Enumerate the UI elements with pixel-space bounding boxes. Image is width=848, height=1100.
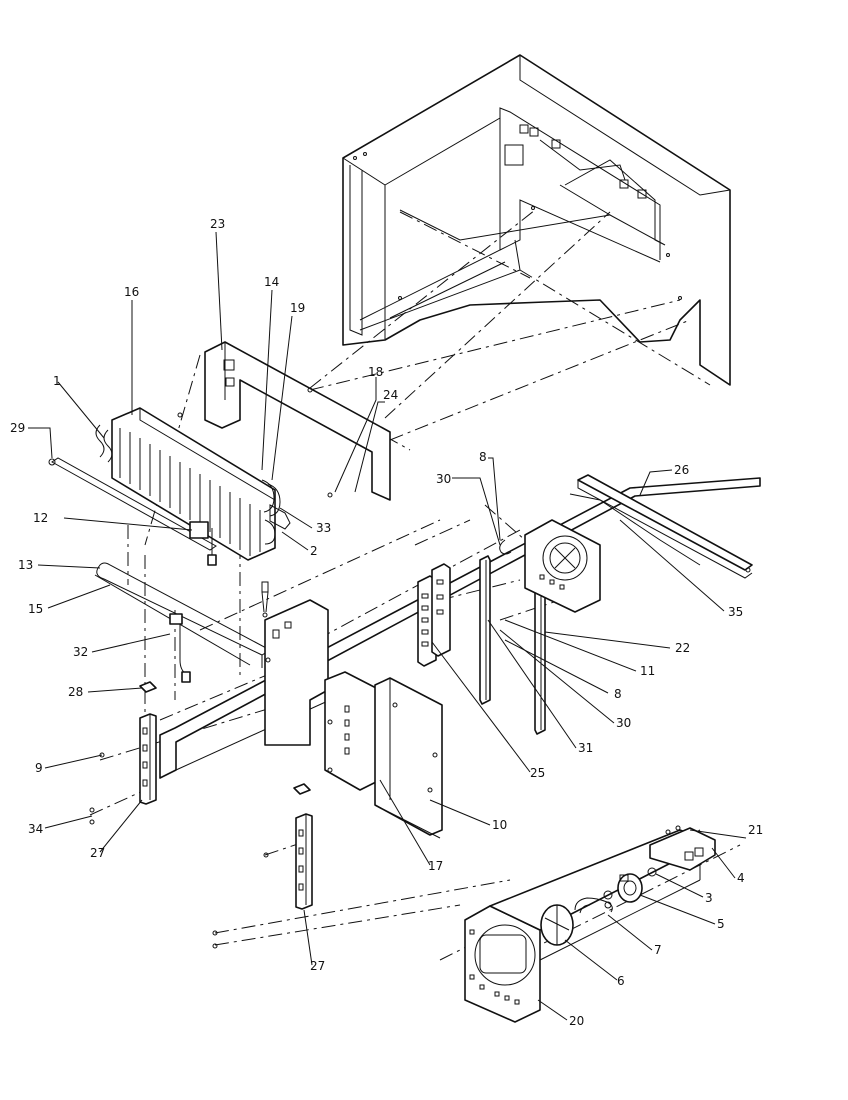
callout-28: 28	[68, 685, 83, 699]
rail-26	[569, 474, 753, 579]
mounting-bracket-27-left	[139, 713, 157, 805]
panel-17	[324, 671, 381, 791]
callout-30-lower: 30	[616, 716, 631, 730]
callout-20: 20	[569, 1014, 584, 1028]
callout-2: 2	[310, 544, 318, 558]
evaporator-coil-16	[95, 407, 291, 561]
defrost-thermostat-12	[189, 521, 217, 566]
callout-10: 10	[492, 818, 507, 832]
callout-21: 21	[748, 823, 763, 837]
callout-26: 26	[674, 463, 689, 477]
callout-13: 13	[18, 558, 33, 572]
callout-17: 17	[428, 859, 443, 873]
callout-4: 4	[737, 871, 745, 885]
freezer-cabinet	[342, 54, 731, 386]
callout-35: 35	[728, 605, 743, 619]
callout-1: 1	[53, 374, 61, 388]
callout-22: 22	[675, 641, 690, 655]
bracket-4	[649, 825, 716, 871]
callout-15: 15	[28, 602, 43, 616]
evaporator-cover-23	[177, 341, 391, 501]
fan-motor-5	[617, 873, 643, 903]
callout-18: 18	[368, 365, 383, 379]
callout-5: 5	[717, 917, 725, 931]
callout-9: 9	[35, 761, 43, 775]
callout-24: 24	[383, 388, 398, 402]
callout-31: 31	[578, 741, 593, 755]
callout-29: 29	[10, 421, 25, 435]
callout-8-upper: 8	[479, 450, 487, 464]
fan-blade-6	[540, 904, 574, 946]
callout-3: 3	[705, 891, 713, 905]
defrost-heater-rod-29	[48, 457, 217, 551]
clip-28	[139, 681, 157, 693]
callout-23: 23	[210, 217, 225, 231]
evaporator-fins	[119, 428, 261, 556]
callout-30-upper: 30	[436, 472, 451, 486]
callout-6: 6	[617, 974, 625, 988]
grommet-3	[603, 867, 657, 909]
callout-14: 14	[264, 275, 279, 289]
mounting-bracket-27-center	[293, 783, 313, 910]
wire-7	[574, 897, 613, 914]
leader-lines	[28, 231, 747, 1021]
callout-33: 33	[316, 521, 331, 535]
callout-25: 25	[530, 766, 545, 780]
fan-shroud-35	[499, 519, 601, 613]
callout-34: 34	[28, 822, 43, 836]
wire-harness-32	[169, 613, 191, 683]
callout-7: 7	[654, 943, 662, 957]
screws	[89, 492, 333, 949]
callout-27-left: 27	[90, 846, 105, 860]
callout-27-center: 27	[310, 959, 325, 973]
callout-11: 11	[640, 664, 655, 678]
callout-16: 16	[124, 285, 139, 299]
louvre-25	[417, 563, 451, 667]
callout-12: 12	[33, 511, 48, 525]
callout-19: 19	[290, 301, 305, 315]
callout-32: 32	[73, 645, 88, 659]
callout-labels: 23 16 14 19 1 18 24 29 8 30 26 12 33 2 1…	[10, 217, 763, 1028]
rail-31	[479, 555, 491, 705]
callout-8-lower: 8	[614, 687, 622, 701]
back-panel	[261, 581, 329, 746]
panel-10	[374, 677, 443, 839]
